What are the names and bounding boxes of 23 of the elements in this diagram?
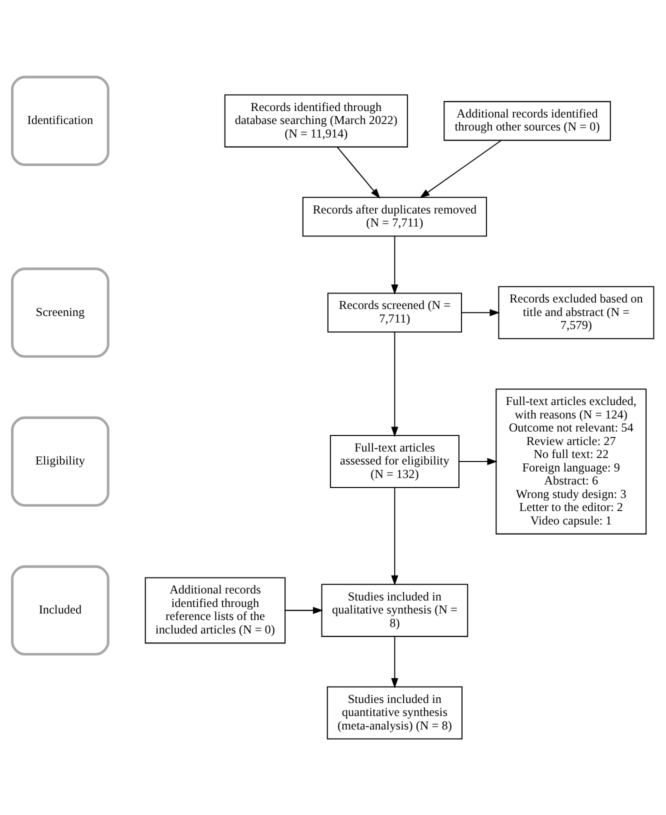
arrow — [420, 140, 502, 198]
node-box: Included — [11, 564, 110, 656]
arrow — [391, 487, 398, 586]
arrow — [462, 308, 500, 316]
node-box: Studies included in quantitative synthesis (meta-analysis) (N = 8) — [326, 686, 463, 739]
node-box: Additional records identified through reference lists of the included articles (N = 0) — [144, 576, 286, 644]
node-box: Records identified through database searching (March 2022) (N = 11,914) — [224, 94, 408, 147]
arrow — [459, 457, 498, 465]
node-box: Records screened (N = 7,711) — [327, 292, 462, 332]
node-box: Identification — [11, 75, 110, 166]
arrow — [336, 146, 380, 198]
node-box: Full-text articles excluded, with reasons (N = 124) Outcome not relevant: 54 Review article: 27 No full text: 22 Foreign language: 9 Abstract: 6 Wrong study design: 3 Letter to the editor: 2 Video capsule: 1 — [496, 388, 647, 534]
arrow — [391, 636, 398, 688]
node-box: Full-text articles assessed for eligibility (N = 132) — [330, 434, 460, 488]
arrow — [391, 332, 398, 436]
arrow — [285, 606, 324, 614]
node-box: Records excluded based on title and abstract (N = 7,579) — [498, 286, 654, 339]
node-box: Eligibility — [11, 416, 110, 506]
arrow — [391, 236, 398, 294]
node-box: Additional records identified through other sources (N = 0) — [444, 100, 611, 140]
node-box: Records after duplicates removed (N = 7,711) — [302, 196, 487, 236]
node-box: Screening — [11, 267, 110, 358]
node-box: Studies included in qualitative synthesis (N = 8) — [321, 583, 468, 636]
